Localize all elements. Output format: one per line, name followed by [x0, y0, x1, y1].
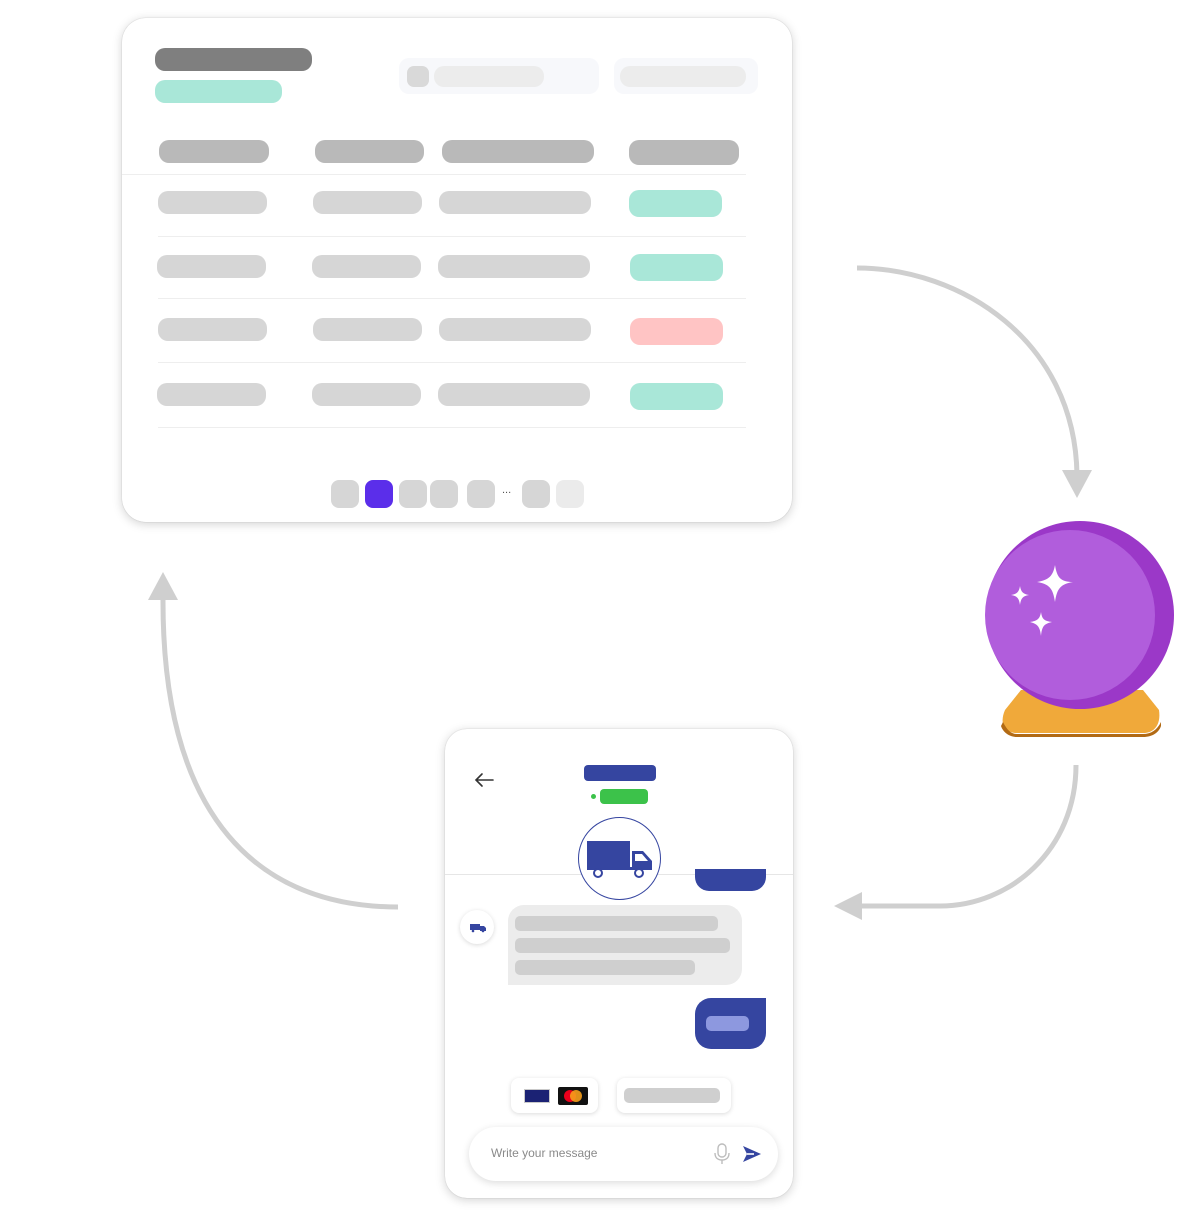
next-page-button[interactable]	[556, 480, 584, 508]
contact-name-placeholder	[584, 765, 656, 781]
status-badge	[629, 190, 722, 217]
column-header-1	[159, 140, 269, 163]
header-divider	[122, 174, 746, 175]
online-status-dot	[591, 794, 596, 799]
page-button[interactable]	[430, 480, 458, 508]
incoming-message-bubble	[508, 905, 742, 985]
dashboard-subtitle-badge	[155, 80, 282, 103]
message-input[interactable]: Write your message	[469, 1127, 778, 1181]
cell	[313, 191, 422, 214]
message-text-line	[515, 960, 695, 975]
cell	[439, 318, 591, 341]
filter-box[interactable]	[614, 58, 758, 94]
row-divider	[158, 362, 746, 363]
arrow-to-dashboard	[160, 597, 399, 910]
message-text-line	[515, 916, 718, 931]
page-button[interactable]	[331, 480, 359, 508]
arrowhead-up	[148, 572, 178, 600]
contact-avatar	[578, 817, 661, 900]
dashboard-title-placeholder	[155, 48, 312, 71]
arrowhead-left	[834, 892, 862, 920]
mastercard-icon	[558, 1087, 588, 1105]
page-button-active[interactable]	[365, 480, 393, 508]
filter-placeholder	[620, 66, 746, 87]
row-divider	[158, 298, 746, 299]
row-divider	[158, 236, 746, 237]
cell	[438, 255, 590, 278]
payment-option-button[interactable]	[511, 1078, 598, 1113]
column-header-2	[315, 140, 424, 163]
row-divider	[158, 427, 746, 428]
send-icon[interactable]	[742, 1145, 762, 1163]
crystal-ball-icon	[985, 521, 1174, 737]
card-icon	[524, 1089, 550, 1103]
truck-icon	[587, 841, 652, 878]
online-status-badge	[600, 789, 648, 804]
status-badge	[630, 318, 723, 345]
arrow-to-orb	[856, 265, 1080, 476]
microphone-icon[interactable]	[713, 1143, 731, 1165]
column-header-3	[442, 140, 594, 163]
column-header-status	[629, 140, 739, 165]
search-icon	[407, 66, 429, 87]
cell	[439, 191, 591, 214]
chat-window-card: Write your message	[445, 729, 793, 1198]
quick-reply-button[interactable]	[617, 1078, 731, 1113]
cell	[158, 191, 267, 214]
cell	[158, 318, 267, 341]
truck-icon	[470, 924, 486, 933]
page-button[interactable]	[399, 480, 427, 508]
page-button[interactable]	[467, 480, 495, 508]
outgoing-reply-bubble	[695, 998, 766, 1049]
quick-reply-placeholder	[624, 1088, 720, 1103]
dashboard-table-card: ...	[122, 18, 792, 522]
search-box[interactable]	[399, 58, 599, 94]
back-arrow-icon[interactable]	[473, 771, 495, 789]
arrowhead-down	[1062, 470, 1092, 498]
page-button[interactable]	[522, 480, 550, 508]
message-input-placeholder: Write your message	[491, 1146, 598, 1160]
cell	[438, 383, 590, 406]
status-badge	[630, 383, 723, 410]
status-badge	[630, 254, 723, 281]
arrow-to-chat	[862, 764, 1079, 909]
cell	[312, 383, 421, 406]
reply-text-placeholder	[706, 1016, 749, 1031]
cell	[312, 255, 421, 278]
message-text-line	[515, 938, 730, 953]
cell	[157, 255, 266, 278]
cell	[313, 318, 422, 341]
sparkle-icon	[1011, 565, 1073, 636]
outgoing-message-bubble	[695, 869, 766, 891]
pagination-ellipsis: ...	[502, 484, 512, 496]
cell	[157, 383, 266, 406]
bot-avatar	[460, 910, 494, 944]
search-input-placeholder	[434, 66, 544, 87]
